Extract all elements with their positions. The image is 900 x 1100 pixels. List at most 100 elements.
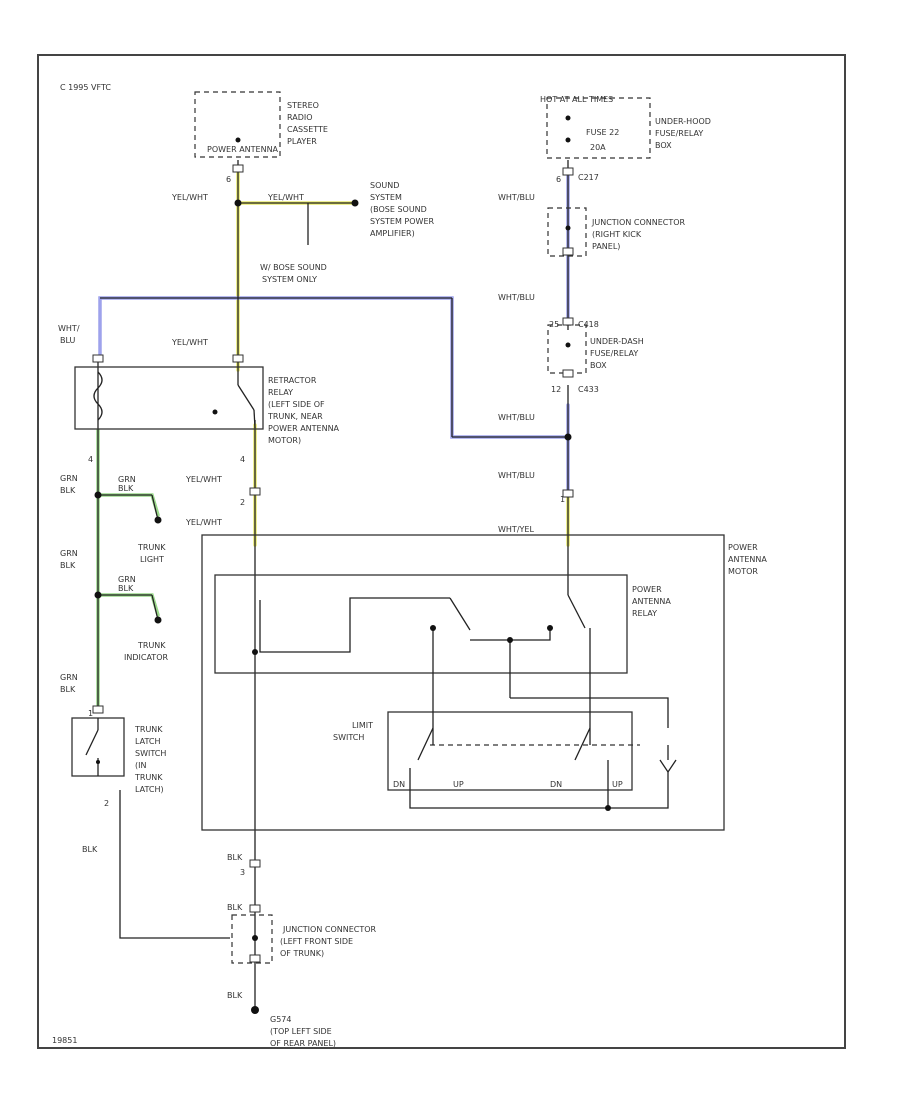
jc-right-label: (RIGHT KICK — [592, 230, 642, 239]
sound-system-label: AMPLIFIER) — [370, 229, 415, 238]
bose-only-label: W/ BOSE SOUND — [260, 263, 327, 272]
stereo-label: CASSETTE — [287, 125, 328, 134]
pin-label: 4 — [88, 455, 93, 464]
retractor-relay-box — [74, 366, 264, 430]
connector-label: C217 — [578, 173, 599, 182]
limit-switch-label: SWITCH — [333, 733, 364, 742]
wire-label: YEL/WHT — [185, 518, 222, 527]
connector-label: C418 — [578, 320, 599, 329]
wire-label: WHT/BLU — [498, 193, 535, 202]
pin-label: 2 — [104, 799, 109, 808]
hot-at-all-times-label: HOT AT ALL TIMES — [540, 95, 613, 104]
pin-label: 6 — [226, 175, 231, 184]
splice-points — [94, 115, 611, 1014]
wire-label: BLK — [227, 853, 243, 862]
sound-system-label: SYSTEM — [370, 193, 402, 202]
trunk-latch-label: TRUNK — [134, 725, 163, 734]
wiring-lines — [97, 160, 569, 1010]
grn-blk-stub-1 — [96, 493, 160, 517]
connector-label: C433 — [578, 385, 599, 394]
limit-switch-position: DN — [550, 780, 562, 789]
power-antenna-relay-box — [214, 574, 628, 674]
sound-system-label: SOUND — [370, 181, 399, 190]
wire-label: WHT/BLU — [498, 293, 535, 302]
limit-switch-position: UP — [453, 780, 464, 789]
pa-motor-label: ANTENNA — [728, 555, 767, 564]
wire-tag: GRN — [118, 475, 136, 484]
wire-label: BLK — [60, 561, 76, 570]
wire-label: GRN — [60, 474, 78, 483]
pin-label: 25 — [549, 320, 559, 329]
pa-relay-label: RELAY — [632, 609, 657, 618]
power-antenna-relay-internals — [259, 594, 669, 745]
wire-label: YEL/WHT — [267, 193, 304, 202]
pin-label: 3 — [240, 868, 245, 877]
under-hood-label: FUSE/RELAY — [655, 129, 703, 138]
wire-label: BLK — [227, 903, 243, 912]
wire-label: BLK — [82, 845, 98, 854]
wire-label: GRN — [60, 673, 78, 682]
retractor-relay-label: TRUNK, NEAR — [267, 412, 323, 421]
connector-pins — [92, 164, 574, 963]
stereo-label: RADIO — [287, 113, 313, 122]
wire-label: YEL/WHT — [185, 475, 222, 484]
limit-switch-box — [387, 711, 633, 791]
pa-relay-label: ANTENNA — [632, 597, 671, 606]
wire-label: WHT/YEL — [498, 525, 534, 534]
grn-blk-stub-2 — [96, 593, 160, 617]
fuse-amp-label: 20A — [590, 143, 606, 152]
pa-motor-label: MOTOR — [728, 567, 758, 576]
trunk-latch-label: LATCH) — [135, 785, 164, 794]
wire-label: WHT/ — [58, 324, 80, 333]
pin-label: 2 — [240, 498, 245, 507]
stereo-label: PLAYER — [287, 137, 317, 146]
jc-right-dashed-box — [547, 207, 587, 257]
trunk-latch-label: SWITCH — [135, 749, 166, 758]
wire-tag: BLK — [118, 584, 134, 593]
limit-switch-position: DN — [393, 780, 405, 789]
under-dash-label: UNDER-DASH — [590, 337, 644, 346]
underdash-fuse-dashed-box — [547, 324, 587, 374]
retractor-relay-label: POWER ANTENNA — [268, 424, 340, 433]
limit-switch-label: LIMIT — [352, 721, 373, 730]
fuse-label: FUSE 22 — [586, 128, 619, 137]
limit-switch-internals — [409, 727, 677, 809]
wire-label: YEL/WHT — [171, 338, 208, 347]
pin-label: 4 — [240, 455, 245, 464]
sound-system-label: (BOSE SOUND — [370, 205, 427, 214]
wire-label: WHT/BLU — [498, 413, 535, 422]
trunk-light-label: LIGHT — [140, 555, 164, 564]
trunk-latch-label: (IN — [135, 761, 146, 770]
retractor-relay-label: (LEFT SIDE OF — [268, 400, 325, 409]
jc-right-label: JUNCTION CONNECTOR — [591, 218, 686, 227]
under-hood-label: BOX — [655, 141, 672, 150]
under-dash-label: BOX — [590, 361, 607, 370]
jc-left-dashed-box — [231, 914, 273, 964]
trunk-indicator-label: INDICATOR — [124, 653, 168, 662]
wire-label: WHT/BLU — [498, 471, 535, 480]
trunk-latch-label: TRUNK — [134, 773, 163, 782]
under-dash-label: FUSE/RELAY — [590, 349, 638, 358]
trunk-latch-label: LATCH — [135, 737, 161, 746]
wire-label: BLK — [60, 486, 76, 495]
wire-label: YEL/WHT — [171, 193, 208, 202]
stereo-label: STEREO — [287, 101, 319, 110]
retractor-relay-label: RELAY — [268, 388, 293, 397]
power-antenna-motor-box — [201, 534, 725, 831]
wire-label: GRN — [60, 549, 78, 558]
copyright-label: C 1995 VFTC — [60, 83, 111, 92]
pin-label: 1 — [560, 495, 565, 504]
trunk-indicator-label: TRUNK — [137, 641, 166, 650]
jc-left-label: (LEFT FRONT SIDE — [280, 937, 353, 946]
wire-label: BLK — [60, 685, 76, 694]
labels: C 1995 VFTC 19851 POWER ANTENNA STEREO R… — [52, 83, 767, 1048]
limit-switch-position: UP — [612, 780, 623, 789]
jc-left-label: OF TRUNK) — [280, 949, 324, 958]
retractor-relay-internals — [93, 370, 256, 429]
sound-system-label: SYSTEM POWER — [370, 217, 435, 226]
retractor-relay-label: MOTOR) — [268, 436, 301, 445]
wire-label: BLK — [227, 991, 243, 1000]
pin-label: 6 — [556, 175, 561, 184]
jc-left-label: JUNCTION CONNECTOR — [282, 925, 377, 934]
